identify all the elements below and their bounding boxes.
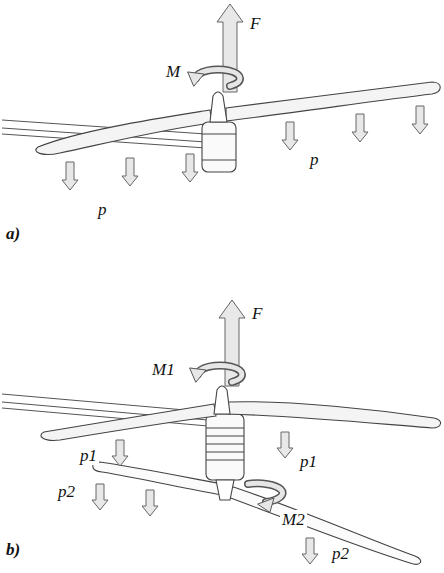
- force-arrow: [282, 122, 298, 150]
- force-arrow: [122, 158, 138, 186]
- force-arrow: [62, 162, 78, 190]
- force-arrow: [182, 154, 198, 182]
- force-arrow: [92, 484, 108, 510]
- force-label: p1: [78, 446, 99, 465]
- force-arrows: [62, 4, 428, 564]
- force-label: p1: [298, 452, 319, 471]
- force-label: p2: [330, 544, 351, 563]
- force-label: F: [248, 14, 262, 33]
- force-label: p2: [56, 482, 77, 501]
- force-label: M: [164, 62, 182, 81]
- force-label: p: [96, 200, 109, 219]
- force-label: M1: [150, 360, 177, 379]
- force-label: p: [308, 150, 321, 169]
- force-arrow: [142, 490, 158, 516]
- force-arrow: [352, 114, 368, 142]
- force-label: F: [250, 304, 264, 323]
- force-arrow: [277, 432, 293, 458]
- propeller-b: [41, 386, 441, 564]
- propeller-a: [36, 82, 440, 172]
- force-arrow: [302, 538, 318, 564]
- force-arrow: [112, 440, 128, 466]
- force-label: a): [4, 224, 22, 243]
- force-label: b): [4, 540, 22, 559]
- force-label: M2: [280, 510, 307, 529]
- force-arrow: [412, 106, 428, 134]
- arm: [2, 120, 208, 426]
- moment-arrows: [188, 69, 283, 512]
